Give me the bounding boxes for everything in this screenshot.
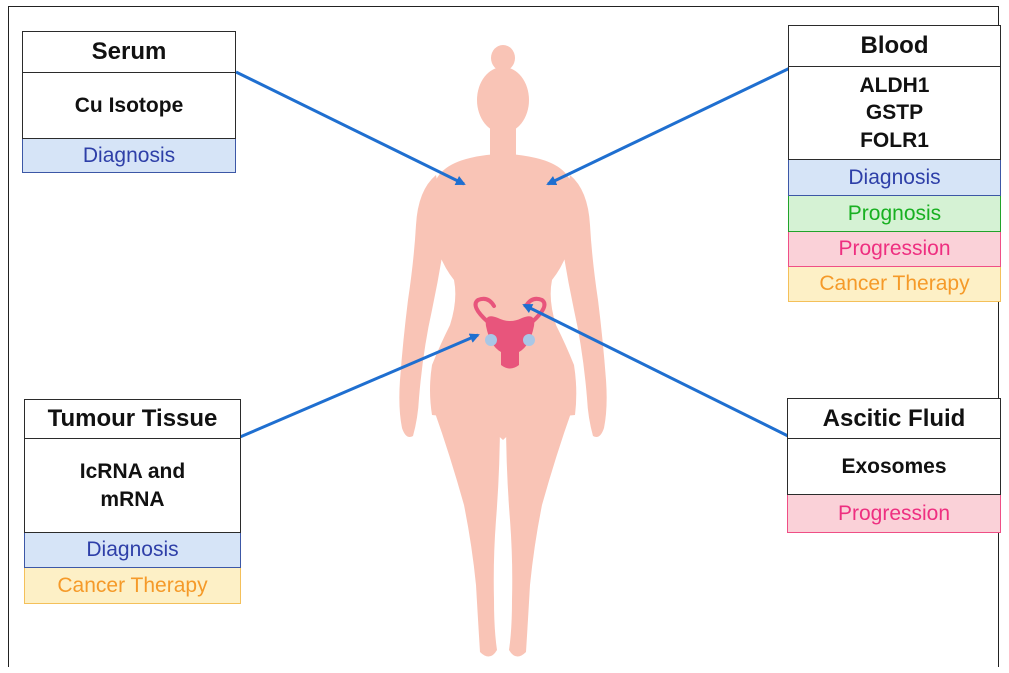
marker: ALDH1 xyxy=(859,72,929,99)
marker-list: Exosomes xyxy=(787,439,1001,495)
marker: IcRNA and xyxy=(80,458,185,485)
marker: FOLR1 xyxy=(860,127,929,154)
tag-cancer-therapy: Cancer Therapy xyxy=(24,568,241,604)
tag-diagnosis: Diagnosis xyxy=(24,533,241,568)
card-title: Tumour Tissue xyxy=(24,399,241,439)
left-ovary-icon xyxy=(485,334,497,346)
tag-prognosis: Prognosis xyxy=(788,196,1001,232)
blood-card: Blood ALDH1 GSTP FOLR1 Diagnosis Prognos… xyxy=(788,25,1001,302)
tag-diagnosis: Diagnosis xyxy=(788,160,1001,196)
arrow-serum xyxy=(236,72,464,184)
tag-progression: Progression xyxy=(788,232,1001,267)
marker-list: Cu Isotope xyxy=(22,73,236,139)
card-title: Blood xyxy=(788,25,1001,67)
tumour-tissue-card: Tumour Tissue IcRNA and mRNA Diagnosis C… xyxy=(24,399,241,604)
tag-progression: Progression xyxy=(787,495,1001,533)
tag-diagnosis: Diagnosis xyxy=(22,139,236,173)
card-title: Serum xyxy=(22,31,236,73)
marker-list: ALDH1 GSTP FOLR1 xyxy=(788,67,1001,160)
serum-card: Serum Cu Isotope Diagnosis xyxy=(22,31,236,173)
marker: mRNA xyxy=(100,486,164,513)
card-title: Ascitic Fluid xyxy=(787,398,1001,439)
ascitic-fluid-card: Ascitic Fluid Exosomes Progression xyxy=(787,398,1001,533)
marker: Exosomes xyxy=(841,453,946,480)
tag-cancer-therapy: Cancer Therapy xyxy=(788,267,1001,302)
marker: Cu Isotope xyxy=(75,92,184,119)
arrow-blood xyxy=(548,68,790,184)
marker-list: IcRNA and mRNA xyxy=(24,439,241,533)
marker: GSTP xyxy=(866,99,923,126)
right-ovary-icon xyxy=(523,334,535,346)
